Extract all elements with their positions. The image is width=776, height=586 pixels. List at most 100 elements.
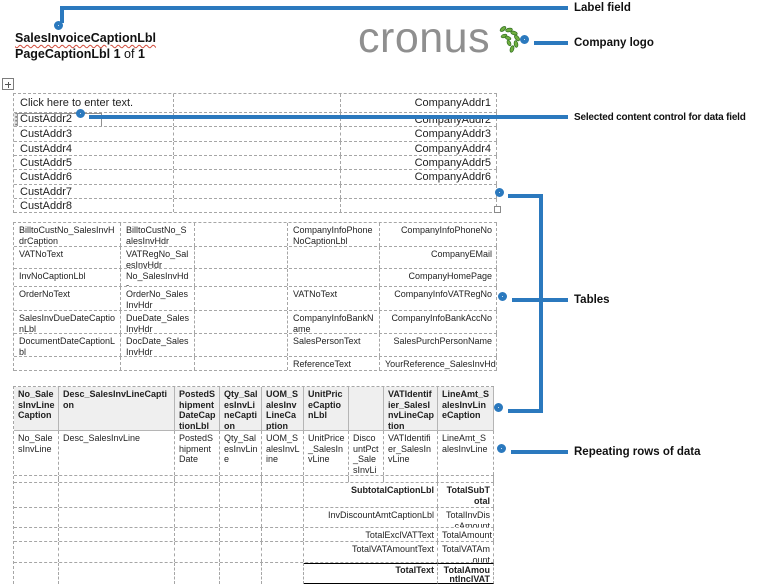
field-cell[interactable]: No_SalesInvHdr xyxy=(121,269,195,286)
field-cell[interactable]: No_SalesInvLine xyxy=(14,431,59,475)
empty-cell[interactable] xyxy=(175,508,220,527)
custaddr5-cell[interactable]: CustAddr5 xyxy=(14,156,174,169)
total-amount-cell[interactable]: TotalSubTotal xyxy=(438,483,494,507)
field-cell[interactable]: CompanyInfoVATRegNo xyxy=(380,287,497,310)
empty-cell[interactable] xyxy=(341,185,497,198)
total-amount-cell[interactable]: TotalVATAmount xyxy=(438,542,494,562)
empty-cell[interactable] xyxy=(262,563,304,584)
empty-cell[interactable] xyxy=(262,508,304,527)
companyaddr6-cell[interactable]: CompanyAddr6 xyxy=(341,170,497,184)
column-header[interactable]: No_SalesInvLineCaption xyxy=(14,387,59,430)
column-header[interactable]: Qty_SalesInvLineCaption xyxy=(220,387,262,430)
companyaddr3-cell[interactable]: CompanyAddr3 xyxy=(341,127,497,141)
empty-cell[interactable] xyxy=(121,357,195,370)
field-cell[interactable]: UnitPrice_SalesInvLine xyxy=(304,431,349,475)
empty-cell[interactable] xyxy=(14,528,59,541)
field-cell[interactable]: Qty_SalesInvLine xyxy=(220,431,262,475)
empty-cell[interactable] xyxy=(59,476,175,482)
empty-cell[interactable] xyxy=(14,483,59,507)
empty-cell[interactable] xyxy=(220,542,262,562)
empty-cell[interactable] xyxy=(220,528,262,541)
empty-cell[interactable] xyxy=(174,170,341,184)
total-caption-cell[interactable]: InvDiscountAmtCaptionLbl xyxy=(304,508,438,527)
empty-cell[interactable] xyxy=(175,542,220,562)
field-cell[interactable]: Desc_SalesInvLine xyxy=(59,431,175,475)
caption-cell[interactable]: BilltoCustNo_SalesInvHdrCaption xyxy=(14,223,121,246)
empty-cell[interactable] xyxy=(288,269,380,286)
empty-cell[interactable] xyxy=(59,542,175,562)
empty-cell[interactable] xyxy=(174,113,341,126)
column-header[interactable]: VATIdentifier_SalesInvLineCaption xyxy=(384,387,438,430)
total-amount-cell[interactable]: TotalAmount xyxy=(438,528,494,541)
empty-cell[interactable] xyxy=(14,563,59,584)
caption-cell[interactable]: OrderNoText xyxy=(14,287,121,310)
empty-cell[interactable] xyxy=(195,357,288,370)
empty-cell[interactable] xyxy=(175,528,220,541)
field-cell[interactable]: VATIdentifier_SalesInvLine xyxy=(384,431,438,475)
custaddr2-text[interactable]: CustAddr2 xyxy=(20,113,72,125)
content-control-drag-handle[interactable] xyxy=(14,113,18,126)
empty-cell[interactable] xyxy=(220,476,262,482)
column-header[interactable]: UOM_SalesInvLineCaption xyxy=(262,387,304,430)
empty-cell[interactable] xyxy=(220,563,262,584)
placeholder-text-cell[interactable]: Click here to enter text. xyxy=(14,94,174,112)
empty-cell[interactable] xyxy=(175,476,220,482)
empty-cell[interactable] xyxy=(14,508,59,527)
total-amount-cell[interactable]: TotalAmountInclVAT xyxy=(438,563,494,584)
empty-cell[interactable] xyxy=(438,476,494,482)
table-move-handle[interactable] xyxy=(2,78,14,90)
field-cell[interactable]: BilltoCustNo_SalesInvHdr xyxy=(121,223,195,246)
empty-cell[interactable] xyxy=(195,223,288,246)
total-caption-cell[interactable]: TotalExclVATText xyxy=(304,528,438,541)
caption-cell[interactable]: InvNoCaptionLbl xyxy=(14,269,121,286)
field-cell[interactable]: VATRegNo_SalesInvHdr xyxy=(121,247,195,268)
field-cell[interactable]: DueDate_SalesInvHdr xyxy=(121,311,195,333)
empty-cell[interactable] xyxy=(14,542,59,562)
empty-cell[interactable] xyxy=(195,287,288,310)
empty-cell[interactable] xyxy=(195,247,288,268)
caption-cell[interactable]: ReferenceText xyxy=(288,357,380,370)
empty-cell[interactable] xyxy=(174,142,341,155)
caption-cell[interactable]: SalesInvDueDateCaptionLbl xyxy=(14,311,121,333)
caption-cell[interactable]: VATNoText xyxy=(288,287,380,310)
total-amount-cell[interactable]: TotalInvDiscAmount xyxy=(438,508,494,527)
field-cell[interactable]: CompanyEMail xyxy=(380,247,497,268)
companyaddr4-cell[interactable]: CompanyAddr4 xyxy=(341,142,497,155)
empty-cell[interactable] xyxy=(59,483,175,507)
custaddr3-cell[interactable]: CustAddr3 xyxy=(14,127,174,141)
sales-invoice-caption-label[interactable]: SalesInvoiceCaptionLbl xyxy=(15,31,157,45)
field-cell[interactable]: OrderNo_SalesInvHdr xyxy=(121,287,195,310)
empty-cell[interactable] xyxy=(174,127,341,141)
field-cell[interactable]: CompanyHomePage xyxy=(380,269,497,286)
custaddr8-cell[interactable]: CustAddr8 xyxy=(14,199,174,212)
field-cell[interactable]: UOM_SalesInvLine xyxy=(262,431,304,475)
field-cell[interactable]: DiscountPct_SalesInvLine xyxy=(349,431,384,475)
empty-cell[interactable] xyxy=(384,476,438,482)
field-cell[interactable]: CompanyInfoPhoneNo xyxy=(380,223,497,246)
empty-cell[interactable] xyxy=(195,311,288,333)
column-header[interactable]: LineAmt_SalesInvLineCaption xyxy=(438,387,494,430)
empty-cell[interactable] xyxy=(220,483,262,507)
column-header[interactable] xyxy=(349,387,384,430)
companyaddr5-cell[interactable]: CompanyAddr5 xyxy=(341,156,497,169)
empty-cell[interactable] xyxy=(14,357,121,370)
custaddr6-cell[interactable]: CustAddr6 xyxy=(14,170,174,184)
field-cell[interactable]: LineAmt_SalesInvLine xyxy=(438,431,494,475)
total-caption-cell[interactable]: SubtotalCaptionLbl xyxy=(304,483,438,507)
field-cell[interactable]: DocDate_SalesInvHdr xyxy=(121,334,195,356)
empty-cell[interactable] xyxy=(59,563,175,584)
empty-cell[interactable] xyxy=(59,528,175,541)
total-caption-cell[interactable]: TotalVATAmountText xyxy=(304,542,438,562)
page-caption-label[interactable]: PageCaptionLbl 1 of 1 xyxy=(15,47,145,61)
empty-cell[interactable] xyxy=(195,334,288,356)
empty-cell[interactable] xyxy=(174,185,341,198)
custaddr4-cell[interactable]: CustAddr4 xyxy=(14,142,174,155)
field-cell[interactable]: SalesPurchPersonName xyxy=(380,334,497,356)
empty-cell[interactable] xyxy=(304,476,349,482)
column-header[interactable]: PostedShipmentDateCaptionLbl xyxy=(175,387,220,430)
empty-cell[interactable] xyxy=(262,528,304,541)
empty-cell[interactable] xyxy=(59,508,175,527)
empty-cell[interactable] xyxy=(288,247,380,268)
companyaddr1-cell[interactable]: CompanyAddr1 xyxy=(341,94,497,112)
empty-cell[interactable] xyxy=(175,483,220,507)
